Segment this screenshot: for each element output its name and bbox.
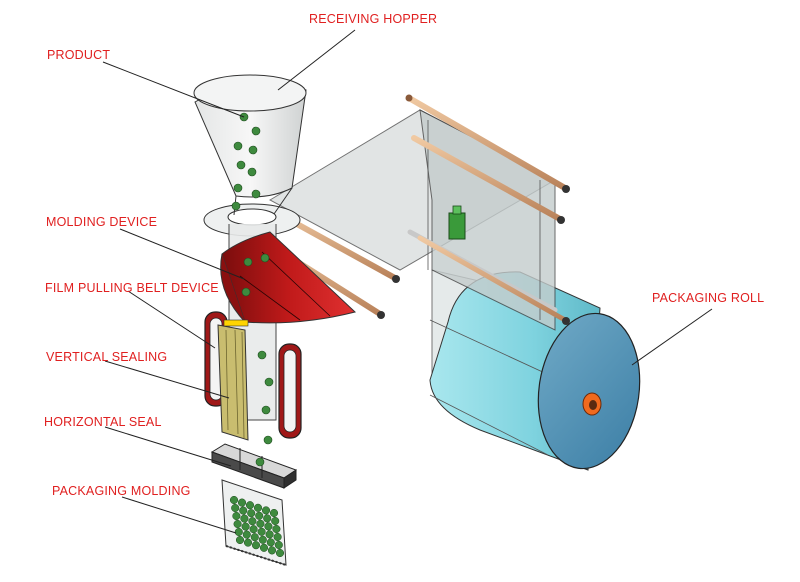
bag-pellet <box>271 516 280 526</box>
product-pellet <box>247 167 257 177</box>
bag-pellet <box>264 522 273 531</box>
product-pellet <box>251 126 261 136</box>
bag-pellet <box>239 506 248 515</box>
bag-pellet <box>229 495 239 505</box>
bag-pellet <box>257 527 266 536</box>
bag-pellet <box>241 522 250 531</box>
bag-pellet <box>249 525 258 534</box>
bag-pellet <box>233 519 242 529</box>
label-horizontal-seal: HORIZONTAL SEAL <box>44 414 162 430</box>
bag-pellet <box>255 511 264 520</box>
bag-pellet <box>240 514 249 523</box>
label-packaging-roll: PACKAGING ROLL <box>652 290 765 306</box>
product-pellet <box>264 377 274 387</box>
film-guide-frame <box>252 94 570 331</box>
bag-pellet <box>248 517 257 526</box>
label-vertical-sealing: VERTICAL SEALING <box>46 349 168 365</box>
bag-pellet <box>231 503 240 513</box>
product-pellet <box>257 350 267 360</box>
bag-pellet <box>235 535 245 545</box>
bag-pellet <box>253 503 263 512</box>
label-product: PRODUCT <box>47 47 111 63</box>
product-pellet <box>263 435 273 445</box>
product-pellet <box>248 145 258 155</box>
bag-pellet <box>266 538 275 547</box>
bag-pellet <box>232 511 241 521</box>
label-receiving-hopper: RECEIVING HOPPER <box>309 11 438 27</box>
leader-lines <box>102 29 713 534</box>
bag-pellet <box>265 530 274 539</box>
leader-horizontal-seal <box>104 426 232 467</box>
product-pellet <box>260 253 270 263</box>
leader-packaging-roll <box>631 308 713 366</box>
sensor-block <box>448 212 466 240</box>
bag-pellet <box>261 506 271 515</box>
leader-molding-device <box>119 228 245 280</box>
leader-receiving-hopper <box>277 29 356 91</box>
bag-pellet <box>269 508 279 518</box>
product-pellet <box>233 183 243 193</box>
bag-pellet <box>259 543 269 552</box>
leader-film-pulling-belt <box>127 290 216 349</box>
bag-pellet <box>243 538 253 547</box>
bag-pellet <box>272 524 281 534</box>
product-pellet <box>233 141 243 151</box>
bag-pellet <box>247 509 256 518</box>
product-pellet <box>243 257 253 267</box>
bag-pellet <box>237 498 247 507</box>
bag-pellet <box>251 541 261 550</box>
bag-pellet <box>267 546 277 555</box>
label-film-pulling-belt-device: FILM PULLING BELT DEVICE <box>45 280 219 296</box>
molding-device <box>220 231 357 324</box>
bag-pellet <box>250 533 259 542</box>
product-pellet <box>231 201 241 211</box>
product-pellets <box>229 112 285 558</box>
bag-pellet <box>273 532 282 542</box>
label-molding-device: MOLDING DEVICE <box>46 214 158 230</box>
guide-rods <box>252 94 570 325</box>
label-packaging-molding: PACKAGING MOLDING <box>52 483 191 499</box>
leader-packaging-molding <box>121 496 237 534</box>
leader-product <box>102 61 245 118</box>
bag-pellet <box>245 501 255 510</box>
bag-pellet <box>274 540 283 550</box>
bag-pellet <box>263 514 272 523</box>
leader-vertical-sealing <box>104 360 230 399</box>
bag-pellet <box>256 519 265 528</box>
bag-pellet <box>234 527 243 537</box>
vertical-sealing <box>217 319 249 441</box>
product-pellet <box>236 160 246 170</box>
product-pellet <box>251 189 261 199</box>
bag-pellet <box>258 535 267 544</box>
product-pellet <box>255 457 265 467</box>
product-pellet <box>241 287 251 297</box>
bag-pellet <box>242 530 251 539</box>
product-pellet <box>261 405 271 415</box>
bag-pellet <box>275 548 285 558</box>
